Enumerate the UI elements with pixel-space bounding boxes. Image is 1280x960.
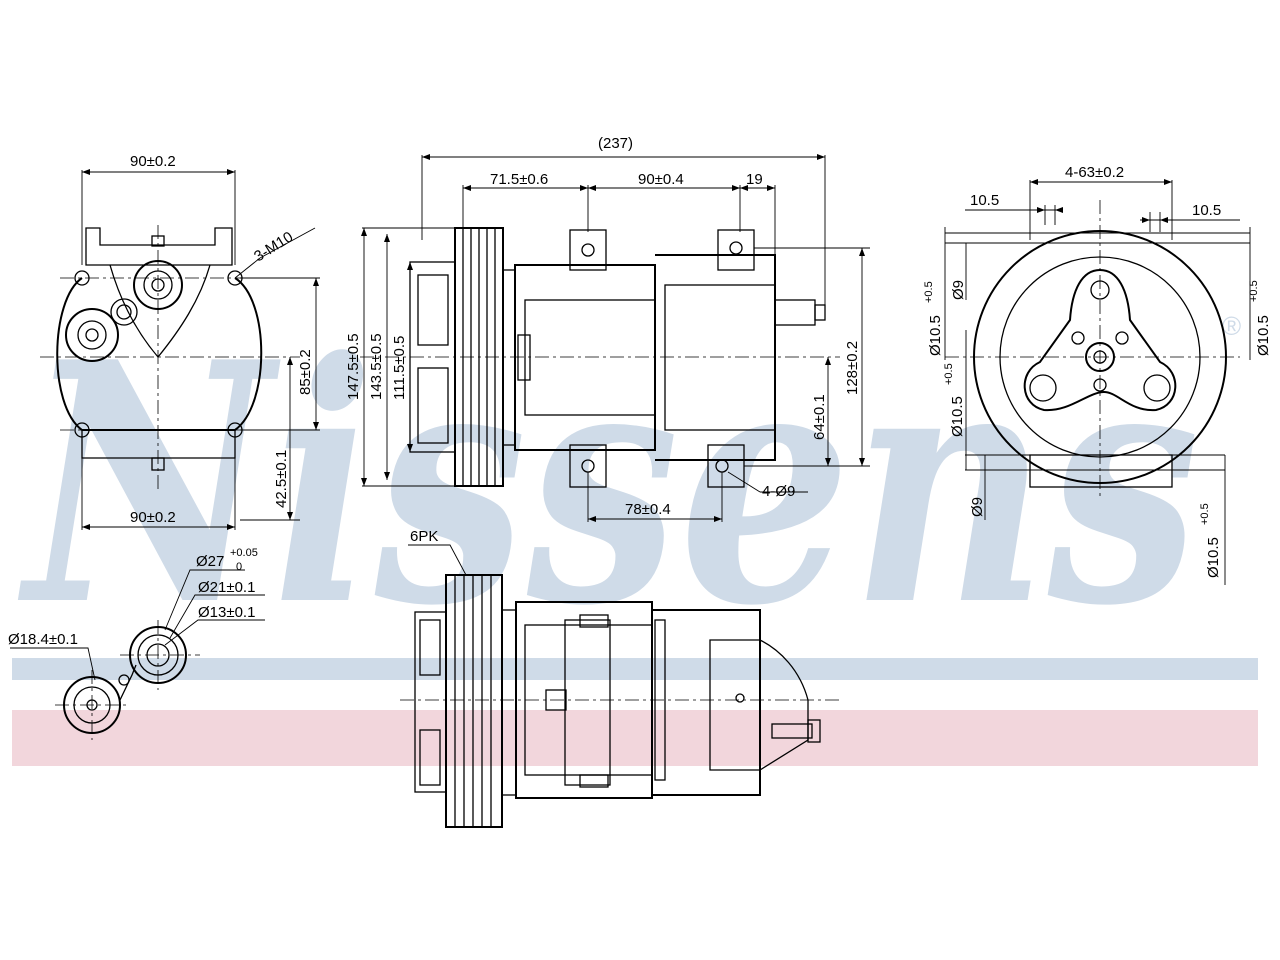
blue-band <box>12 658 1258 680</box>
dim-hole-spacing: 4-63±0.2 <box>1065 164 1124 181</box>
port-outer-tol-zero: 0 <box>236 561 242 573</box>
dim-bottom-spacing: 78±0.4 <box>625 501 671 518</box>
brand-watermark: Nissens ® <box>12 290 1258 766</box>
dim-width-bottom: 90±0.2 <box>130 509 176 526</box>
dim-slot-top: Ø9 <box>950 280 967 300</box>
dim-height-inner: 85±0.2 <box>297 349 314 395</box>
dim-axis-offset: 64±0.1 <box>811 394 828 440</box>
dim-overall-length: (237) <box>598 135 633 152</box>
dim-dia-right: Ø10.5 <box>1255 315 1272 356</box>
port-detail-view: Ø27 +0.05 0 Ø21±0.1 Ø13±0.1 Ø18.4±0.1 <box>8 547 265 740</box>
dim-pulley-inner: 143.5±0.5 <box>368 333 385 400</box>
dim-pulley-dia: 147.5±0.5 <box>345 333 362 400</box>
dim-holes: 3-M10 <box>251 228 296 265</box>
dim-dia-upper-left: Ø10.5 <box>927 315 944 356</box>
port-mid: Ø21±0.1 <box>198 579 255 596</box>
port-outer: Ø27 <box>196 553 224 570</box>
dim-left-offset: 10.5 <box>970 192 999 209</box>
dim-dia-bottom-right: Ø10.5 <box>1205 537 1222 578</box>
left-front-view: 90±0.2 90±0.2 3-M10 85±0.2 42.5±0.1 <box>40 153 320 530</box>
tol-bottom-right: +0.5 <box>1199 503 1211 525</box>
tol-upper-left: +0.5 <box>923 281 935 303</box>
belt-type: 6PK <box>410 528 438 545</box>
port-outer-tol-plus: +0.05 <box>230 547 258 559</box>
watermark-text: Nissens <box>17 290 1200 678</box>
tol-mid-left: +0.5 <box>943 363 955 385</box>
dim-flange-offset: 71.5±0.6 <box>490 171 548 188</box>
dim-mount-spacing: 90±0.4 <box>638 171 684 188</box>
pink-band <box>12 710 1258 766</box>
registered-mark: ® <box>1222 311 1241 341</box>
tol-right: +0.5 <box>1248 280 1260 302</box>
bottom-top-view: 6PK <box>400 528 840 828</box>
dim-offset-bottom: 42.5±0.1 <box>273 450 290 508</box>
dim-clutch-dia: 111.5±0.5 <box>391 336 408 400</box>
dim-right-offset: 10.5 <box>1192 202 1221 219</box>
center-side-view: (237) 71.5±0.6 90±0.4 19 147.5±0.5 143.5… <box>345 135 870 522</box>
dim-body-height: 128±0.2 <box>844 341 861 395</box>
dim-width-top: 90±0.2 <box>130 153 176 170</box>
port-inner: Ø13±0.1 <box>198 604 255 621</box>
dim-slot-bottom: Ø9 <box>969 497 986 517</box>
right-end-view: 4-63±0.2 10.5 10.5 Ø9 Ø9 Ø10.5 +0.5 Ø10.… <box>923 164 1272 585</box>
dim-dia-mid-left: Ø10.5 <box>949 396 966 437</box>
dim-mount-holes: 4-Ø9 <box>762 483 795 500</box>
dim-end-offset: 19 <box>746 171 763 188</box>
port-small: Ø18.4±0.1 <box>8 631 78 648</box>
